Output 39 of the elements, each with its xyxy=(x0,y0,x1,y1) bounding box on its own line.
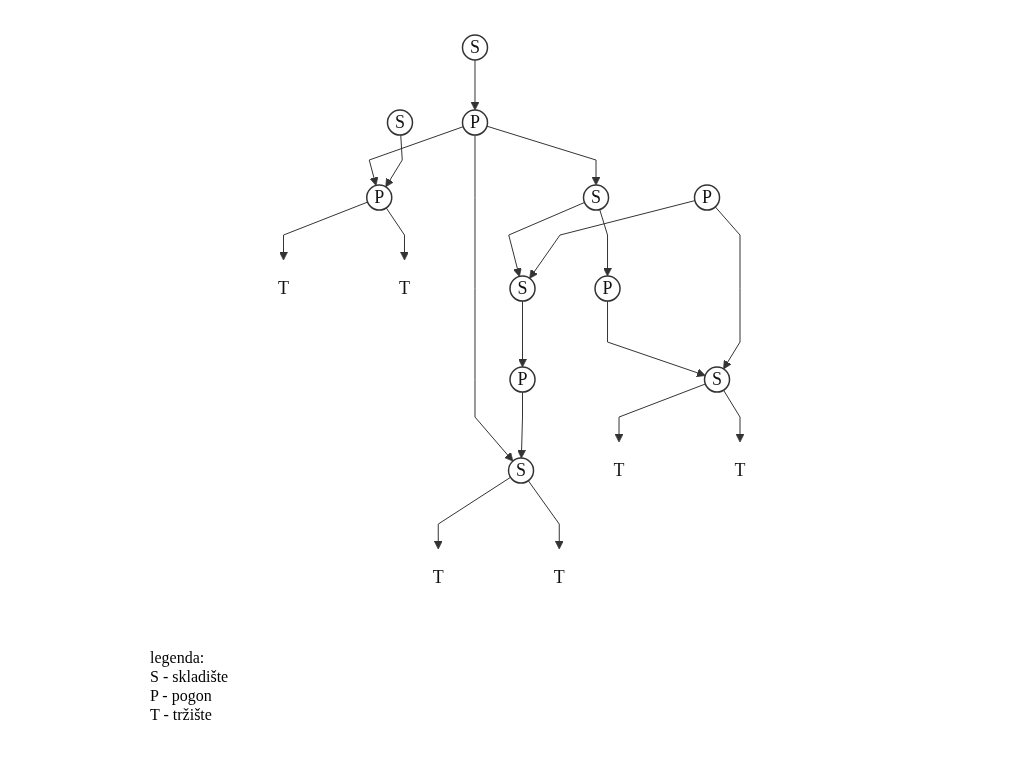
node-circle: P xyxy=(693,184,720,211)
node-text: T xyxy=(398,278,410,298)
node-circle: S xyxy=(386,109,413,136)
arrow xyxy=(278,201,368,261)
node-text: T xyxy=(553,567,565,588)
node-circle: S xyxy=(703,366,730,393)
node-circle: P xyxy=(365,184,393,211)
arrow xyxy=(606,300,706,378)
legend-text: legenda: xyxy=(150,648,205,667)
arrow xyxy=(433,476,511,550)
legend-text: S - skladište xyxy=(150,667,229,686)
arrow xyxy=(714,206,741,370)
arrow xyxy=(529,200,696,279)
node-text: T xyxy=(613,460,625,481)
arrow xyxy=(368,126,464,186)
arrow xyxy=(527,480,564,550)
arrow xyxy=(614,383,706,443)
node-text: T xyxy=(432,567,444,588)
node-circle: S xyxy=(461,34,488,61)
arrow xyxy=(517,300,527,368)
node-circle: S xyxy=(582,184,609,211)
arrow xyxy=(516,391,526,459)
node-circle: S xyxy=(507,457,534,484)
arrow xyxy=(474,134,513,462)
node-circle: P xyxy=(594,275,621,302)
arrow xyxy=(470,59,480,111)
legend-text: P - pogon xyxy=(150,686,212,705)
node-circle: S xyxy=(509,275,536,302)
arrow xyxy=(598,208,612,277)
arrow xyxy=(722,389,745,443)
node-circle: P xyxy=(461,109,488,136)
node-text: T xyxy=(734,460,746,481)
node-circle: P xyxy=(509,366,536,393)
legend-text: T - tržište xyxy=(150,705,212,724)
arrow xyxy=(486,125,601,186)
arrow xyxy=(385,207,409,261)
arrow xyxy=(508,201,585,277)
node-text: T xyxy=(277,278,289,298)
arrow xyxy=(385,134,403,188)
